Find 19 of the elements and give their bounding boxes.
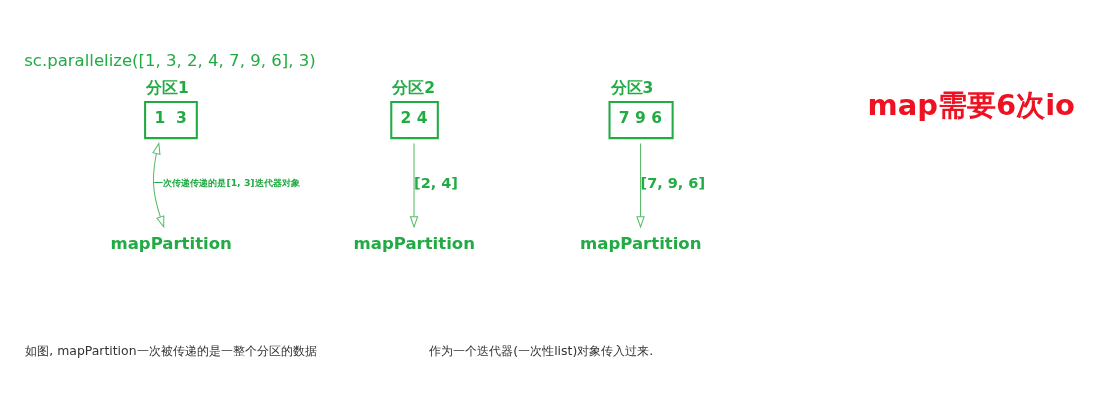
edge-label: 一次传递传递的是[1, 3]迭代器对象	[154, 176, 300, 188]
label: map需要6次io	[867, 87, 1076, 122]
node-text: mapPartition	[580, 233, 702, 253]
node-text: mapPartition	[353, 233, 475, 253]
arrow	[152, 141, 165, 228]
arrow	[409, 142, 419, 229]
edge-label: [2, 4]	[414, 174, 458, 191]
label: 如图, mapPartition一次被传递的是一整个分区的数据	[25, 342, 317, 358]
node-box: 2 4	[390, 100, 439, 139]
node-box: 1 3	[144, 100, 198, 139]
label: 作为一个迭代器(一次性list)对象传入过来.	[429, 342, 654, 358]
node-label: 分区3	[610, 78, 654, 97]
node-text: mapPartition	[110, 233, 232, 253]
node-box: 7 9 6	[608, 100, 674, 139]
diagram-title: sc.parallelize([1, 3, 2, 4, 7, 9, 6], 3)	[24, 50, 316, 70]
arrow	[636, 142, 645, 229]
edge-label: [7, 9, 6]	[640, 174, 706, 191]
node-label: 分区2	[392, 78, 436, 97]
node-label: 分区1	[146, 78, 189, 97]
